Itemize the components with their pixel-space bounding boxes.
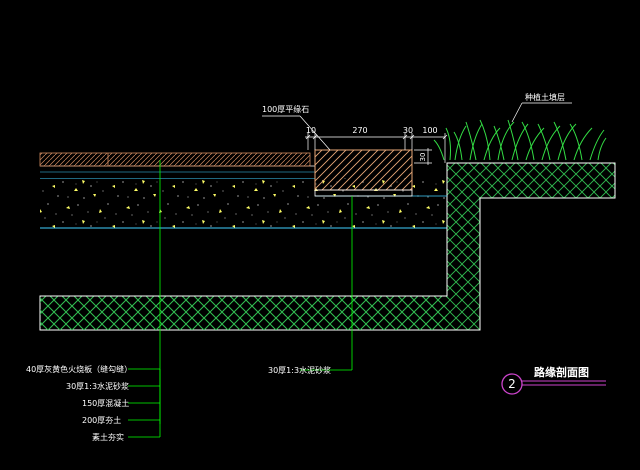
planting-soil-label: 种植土填层 — [525, 92, 565, 102]
dim-curb-height: 30 — [419, 153, 427, 162]
detail-number: 2 — [508, 377, 516, 391]
curb-stone-leader — [262, 115, 331, 151]
dim-left-gap: 10 — [306, 126, 316, 135]
grass-icon — [433, 119, 607, 161]
dim-curb-width: 270 — [352, 126, 367, 135]
curb-height-dimension — [414, 148, 432, 165]
layer-legend: 40厚灰黄色火烧板（缝勾缝） 30厚1:3水泥砂浆 150厚混凝土 200厚夯土… — [26, 364, 132, 442]
layer-label-paving: 40厚灰黄色火烧板（缝勾缝） — [26, 364, 132, 374]
dim-right-gap: 30 — [403, 126, 413, 135]
layer-label-concrete: 150厚混凝土 — [82, 398, 129, 408]
layer-label-subgrade: 素土夯实 — [92, 432, 124, 442]
curb-mortar-leader — [300, 196, 353, 371]
curb-stone — [314, 149, 413, 197]
planting-soil-leader — [511, 102, 572, 123]
layer-label-mortar: 30厚1:3水泥砂浆 — [66, 381, 129, 391]
detail-number-circle — [501, 373, 523, 395]
subgrade-band — [40, 295, 447, 330]
drawing-title: 路缘剖面图 — [534, 365, 589, 379]
paving-slab — [39, 152, 311, 167]
dim-planting-offset: 100 — [422, 126, 437, 135]
top-dimension-line — [305, 133, 448, 163]
drawing-title-block: 2 路缘剖面图 — [501, 365, 606, 395]
curb-mortar-label: 30厚1:3水泥砂浆 — [268, 365, 331, 375]
layer-legend-leader — [128, 160, 161, 438]
mortar-bed — [40, 165, 315, 178]
curb-stone-label: 100厚平缘石 — [262, 104, 309, 114]
layer-label-rammed-earth: 200厚夯土 — [82, 415, 121, 425]
